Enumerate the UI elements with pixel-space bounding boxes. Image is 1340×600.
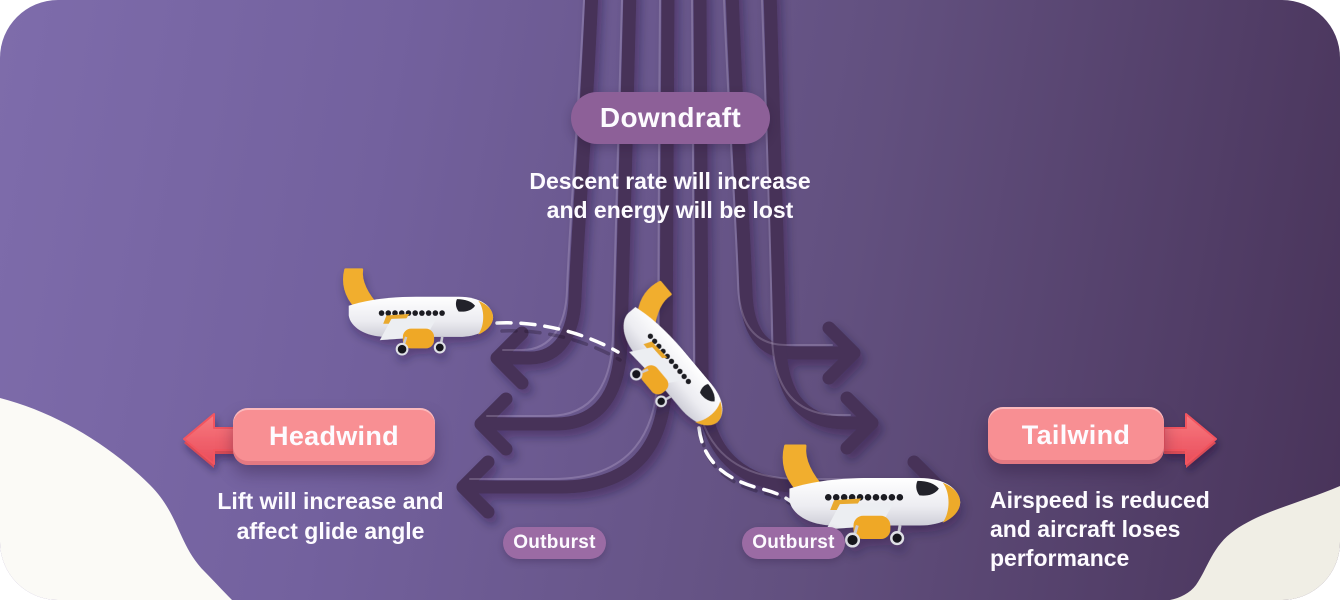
tailwind-description: Airspeed is reduced and aircraft loses p…: [990, 486, 1240, 573]
headwind-description-line: affect glide angle: [236, 518, 425, 544]
outburst-badge-left: Outburst: [503, 527, 606, 559]
tailwind-arrow-icon: [1163, 413, 1217, 468]
headwind-arrow-icon: [183, 413, 237, 468]
tailwind-description-line: performance: [990, 545, 1130, 571]
flight-path-dashed-line: [495, 321, 798, 510]
airplane-icon: [343, 268, 495, 356]
headwind-badge: Headwind: [233, 408, 435, 465]
headwind-description: Lift will increase and affect glide angl…: [198, 486, 463, 546]
downdraft-description-line: and energy will be lost: [546, 197, 794, 223]
cloud-blob-shape: [1170, 486, 1340, 600]
cloud-blob-shape: [0, 398, 232, 600]
tailwind-description-line: Airspeed is reduced: [990, 487, 1210, 513]
left-flow-arrow-icon: [456, 326, 529, 519]
downdraft-badge: Downdraft: [571, 92, 770, 144]
outburst-badge-right: Outburst: [742, 527, 845, 559]
tailwind-description-line: and aircraft loses: [990, 516, 1181, 542]
tailwind-badge: Tailwind: [988, 407, 1164, 464]
headwind-description-line: Lift will increase and: [217, 488, 444, 514]
downdraft-description: Descent rate will increase and energy wi…: [510, 167, 830, 225]
downdraft-description-line: Descent rate will increase: [529, 168, 811, 194]
